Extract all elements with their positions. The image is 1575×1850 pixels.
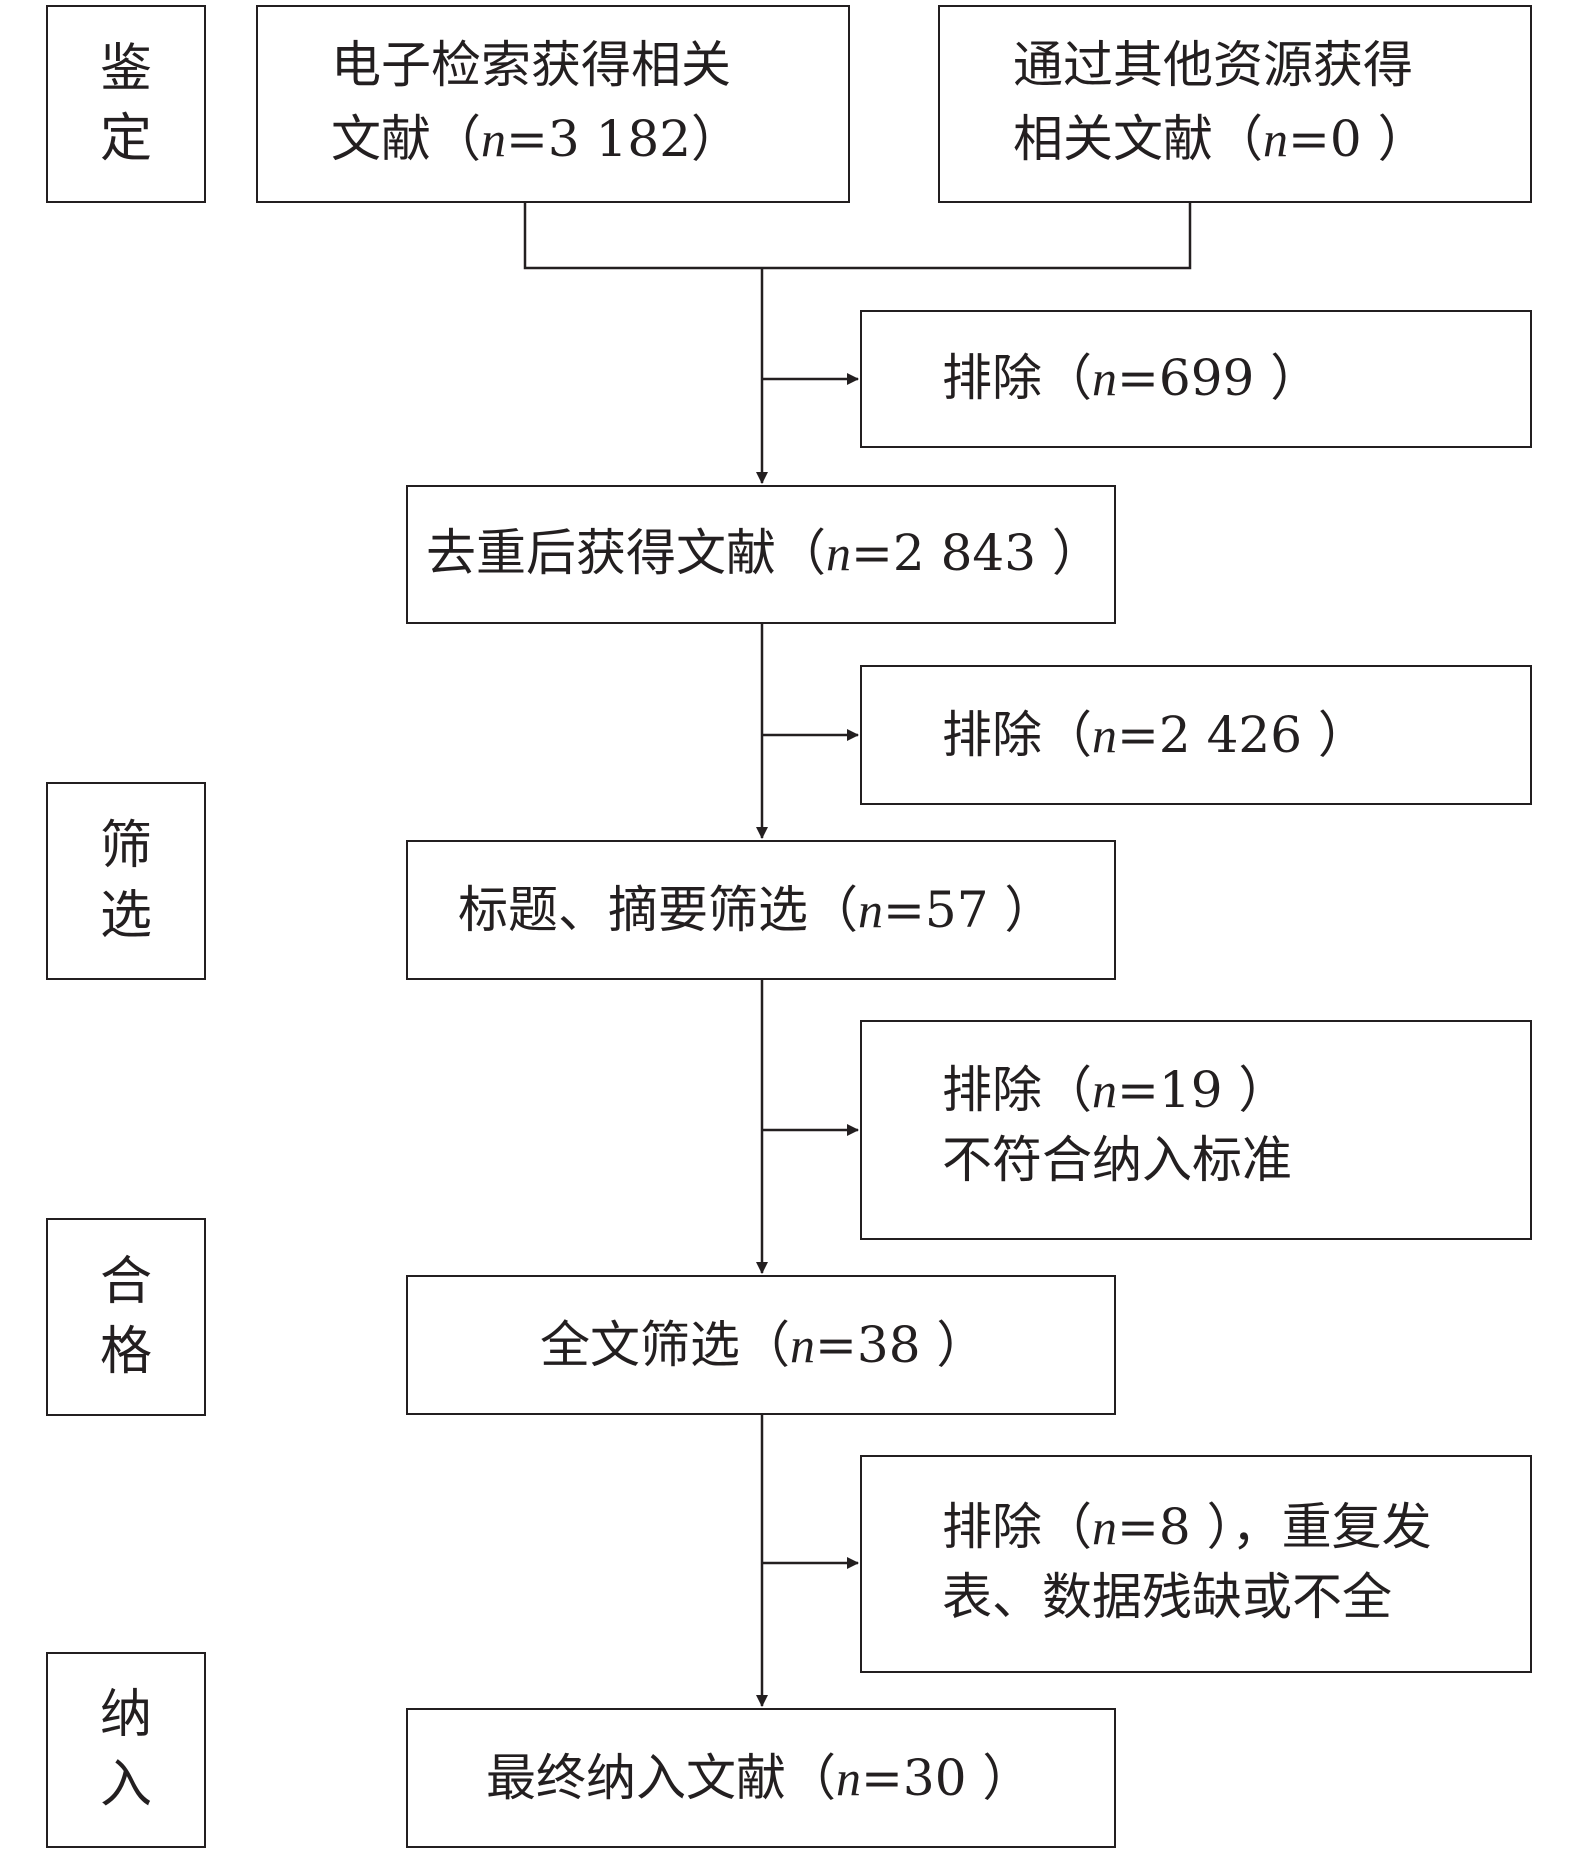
box-line: 排除（n=8 ），重复发 bbox=[942, 1498, 1432, 1556]
box-exclude-screening: 排除（n=2 426 ） bbox=[860, 665, 1532, 805]
box-final-included: 最终纳入文献（n=30 ） bbox=[406, 1708, 1116, 1848]
box-other-sources: 通过其他资源获得 相关文献（n=0 ） bbox=[938, 5, 1532, 203]
box-exclude-duplicates: 排除（n=699 ） bbox=[860, 310, 1532, 448]
stage-char: 鉴 bbox=[99, 39, 152, 99]
box-line: 排除（n=19 ） bbox=[942, 1061, 1289, 1119]
box-line: 不符合纳入标准 bbox=[942, 1131, 1292, 1189]
box-line: 电子检索获得相关 bbox=[331, 36, 731, 94]
stage-char: 合 bbox=[99, 1252, 152, 1312]
stage-char: 纳 bbox=[99, 1685, 152, 1745]
box-line: 标题、摘要筛选（n=57 ） bbox=[458, 881, 1055, 939]
box-line: 通过其他资源获得 bbox=[1013, 36, 1413, 94]
box-line: 相关文献（n=0 ） bbox=[1013, 110, 1428, 168]
box-title-abstract-screening: 标题、摘要筛选（n=57 ） bbox=[406, 840, 1116, 980]
box-line: 排除（n=699 ） bbox=[942, 349, 1321, 407]
merge-bracket bbox=[523, 203, 1192, 270]
box-electronic-search: 电子检索获得相关 文献（n=3 182） bbox=[256, 5, 850, 203]
stage-char: 定 bbox=[99, 109, 152, 169]
box-line: 最终纳入文献（n=30 ） bbox=[486, 1749, 1033, 1807]
box-after-dedup: 去重后获得文献（n=2 843 ） bbox=[406, 485, 1116, 624]
stage-char: 选 bbox=[99, 886, 152, 946]
stage-included: 纳 入 bbox=[46, 1652, 206, 1848]
box-line: 文献（n=3 182） bbox=[331, 110, 742, 168]
box-line: 表、数据残缺或不全 bbox=[942, 1568, 1392, 1626]
stage-identification: 鉴 定 bbox=[46, 5, 206, 203]
stage-char: 筛 bbox=[99, 816, 152, 876]
box-line: 全文筛选（n=38 ） bbox=[540, 1316, 987, 1374]
stage-screening: 筛 选 bbox=[46, 782, 206, 980]
box-fulltext-screening: 全文筛选（n=38 ） bbox=[406, 1275, 1116, 1415]
box-line: 排除（n=2 426 ） bbox=[942, 706, 1368, 764]
stage-eligibility: 合 格 bbox=[46, 1218, 206, 1416]
box-exclude-criteria: 排除（n=19 ） 不符合纳入标准 bbox=[860, 1020, 1532, 1240]
box-exclude-fulltext: 排除（n=8 ），重复发 表、数据残缺或不全 bbox=[860, 1455, 1532, 1673]
stage-char: 入 bbox=[99, 1755, 152, 1815]
stage-char: 格 bbox=[99, 1322, 152, 1382]
box-line: 去重后获得文献（n=2 843 ） bbox=[426, 524, 1102, 582]
